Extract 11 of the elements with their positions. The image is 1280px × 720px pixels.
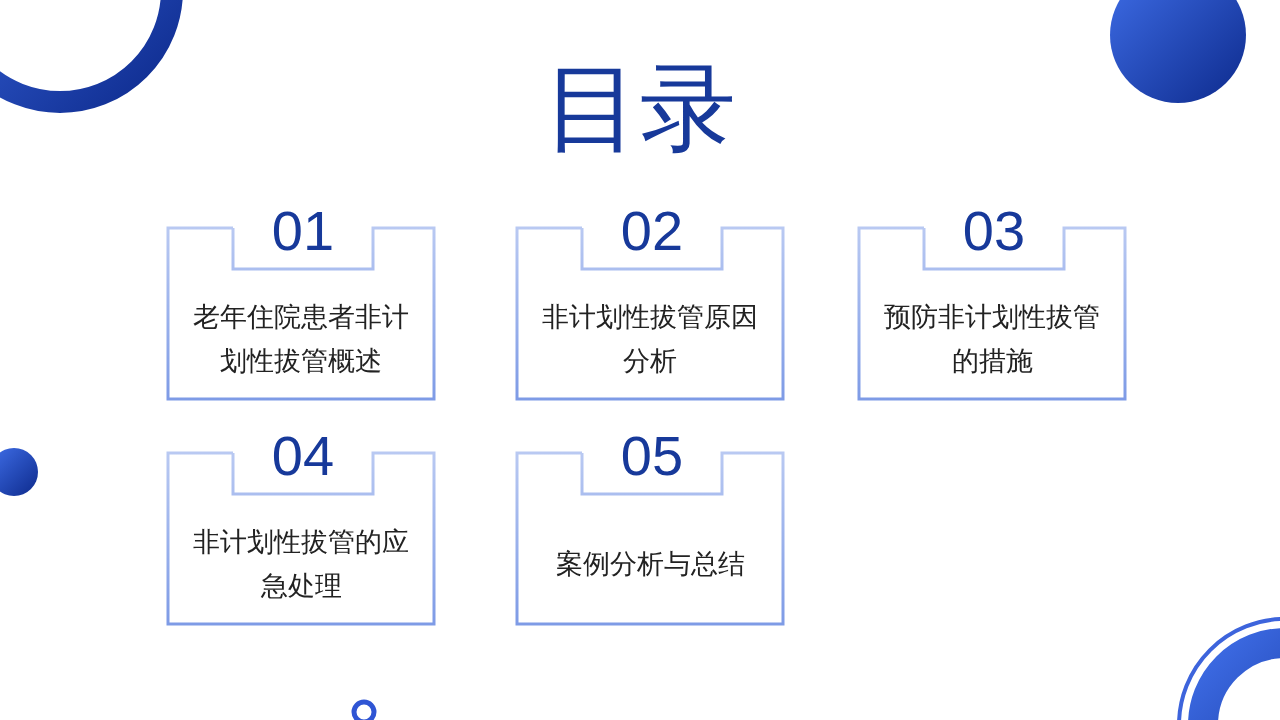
section-title: 非计划性拔管的应急处理 xyxy=(192,525,410,603)
section-number: 04 xyxy=(270,424,336,488)
section-title: 案例分析与总结 xyxy=(555,547,745,581)
section-number: 03 xyxy=(961,199,1027,263)
section-number: 01 xyxy=(270,199,336,263)
section-title: 预防非计划性拔管的措施 xyxy=(883,300,1101,378)
section-number: 05 xyxy=(619,424,685,488)
title: 目录 xyxy=(543,52,737,164)
section-number: 02 xyxy=(619,199,685,263)
section-title: 老年住院患者非计划性拔管概述 xyxy=(192,300,410,378)
section-title: 非计划性拔管原因分析 xyxy=(541,300,759,378)
